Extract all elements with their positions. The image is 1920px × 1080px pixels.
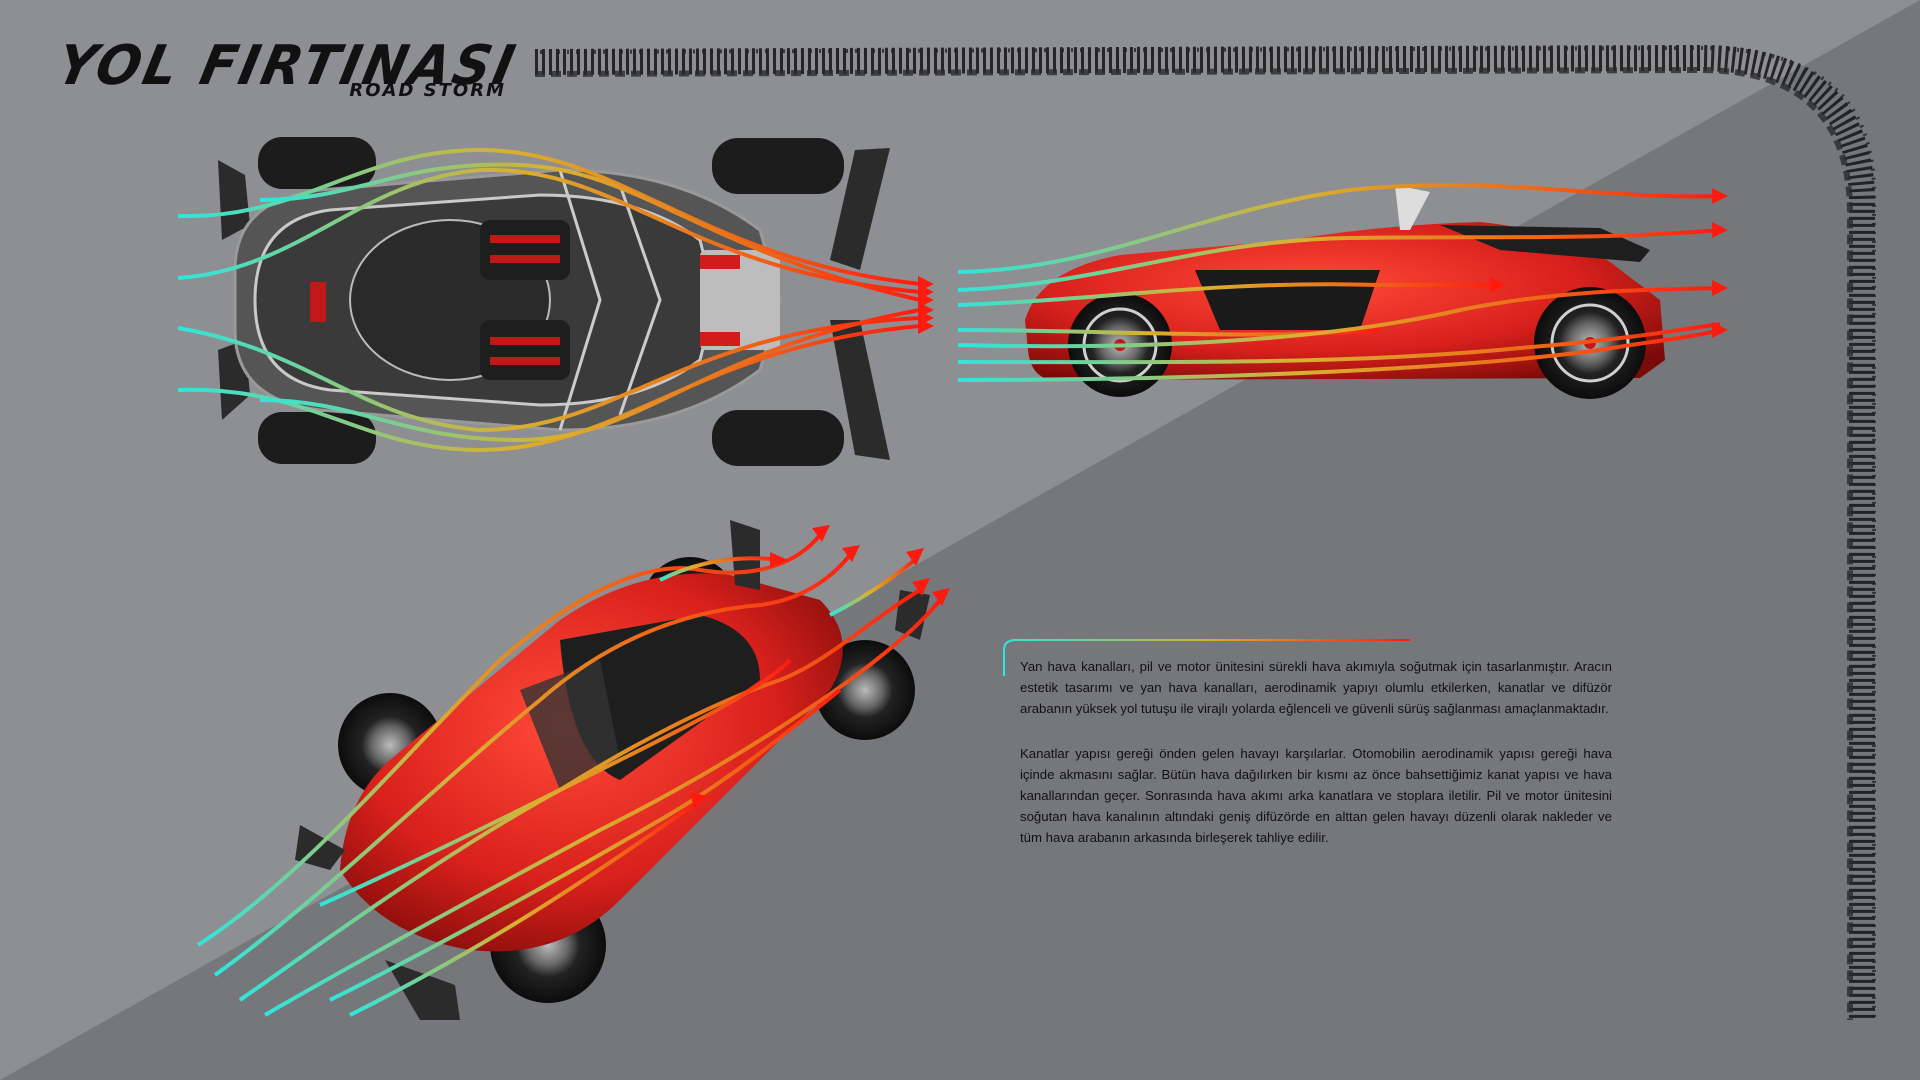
title-block: YOL FIRTINASI ROAD STORM: [51, 35, 523, 106]
side-view-airflow: [957, 183, 1721, 382]
side-view-arrowheads: [1490, 188, 1728, 338]
front-left-tire: [258, 137, 376, 189]
rear-left-tire: [712, 138, 844, 194]
perspective-view-car: [295, 520, 930, 1020]
page-subtitle: ROAD STORM: [349, 80, 506, 101]
top-view-airflow: [177, 147, 921, 453]
perspective-view-airflow: [196, 533, 942, 1017]
description-paragraph-1: Yan hava kanalları, pil ve motor ünitesi…: [1020, 659, 1612, 716]
front-right-tire: [258, 412, 376, 464]
rear-right-tire: [712, 410, 844, 466]
description: Yan hava kanalları, pil ve motor ünitesi…: [1020, 656, 1612, 872]
description-paragraph-2: Kanatlar yapısı gereği önden gelen havay…: [1020, 746, 1612, 845]
description-divider: [1003, 639, 1410, 676]
perspective-view-arrowheads: [690, 525, 950, 808]
top-view-arrowheads: [918, 276, 934, 334]
